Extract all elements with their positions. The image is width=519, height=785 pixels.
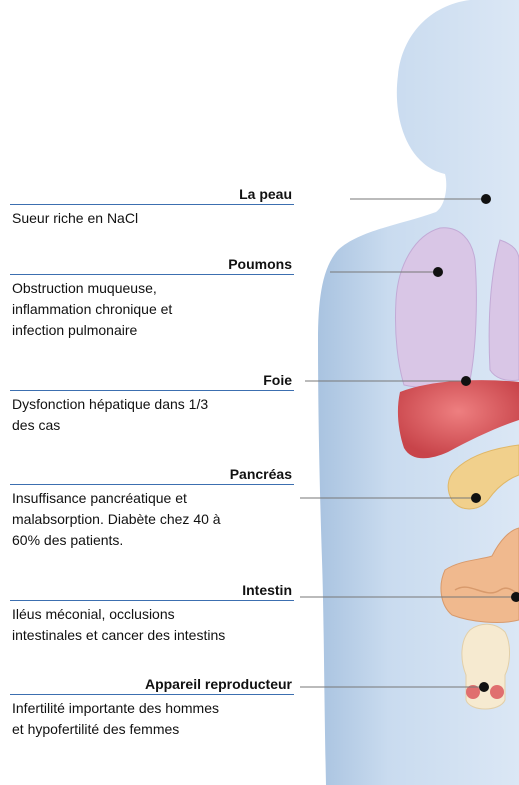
organ-title: Foie [10,372,294,390]
organ-description: Insuffisance pancréatique et malabsorpti… [10,485,294,551]
organ-title: Pancréas [10,466,294,484]
dot-lungs [433,267,443,277]
reproductive-right [490,685,504,699]
organ-description: Obstruction muqueuse, inflammation chron… [10,275,294,341]
dot-reproductive [479,682,489,692]
organ-pancreas: Pancréas Insuffisance pancréatique et ma… [10,466,294,551]
dot-skin [481,194,491,204]
organ-lungs: Poumons Obstruction muqueuse, inflammati… [10,256,294,341]
dot-pancreas [471,493,481,503]
organ-title: Appareil reproducteur [10,676,294,694]
organ-intestine: Intestin Iléus méconial, occlusions inte… [10,582,294,646]
organ-description: Sueur riche en NaCl [10,205,294,229]
organ-title: La peau [10,186,294,204]
organ-title: Poumons [10,256,294,274]
organ-title: Intestin [10,582,294,600]
organ-description: Iléus méconial, occlusions intestinales … [10,601,294,646]
organ-description: Infertilité importante des hommes et hyp… [10,695,294,740]
organ-liver: Foie Dysfonction hépatique dans 1/3 des … [10,372,294,436]
dot-liver [461,376,471,386]
organ-skin: La peau Sueur riche en NaCl [10,186,294,229]
organ-description: Dysfonction hépatique dans 1/3 des cas [10,391,294,436]
organ-reproductive: Appareil reproducteur Infertilité import… [10,676,294,740]
